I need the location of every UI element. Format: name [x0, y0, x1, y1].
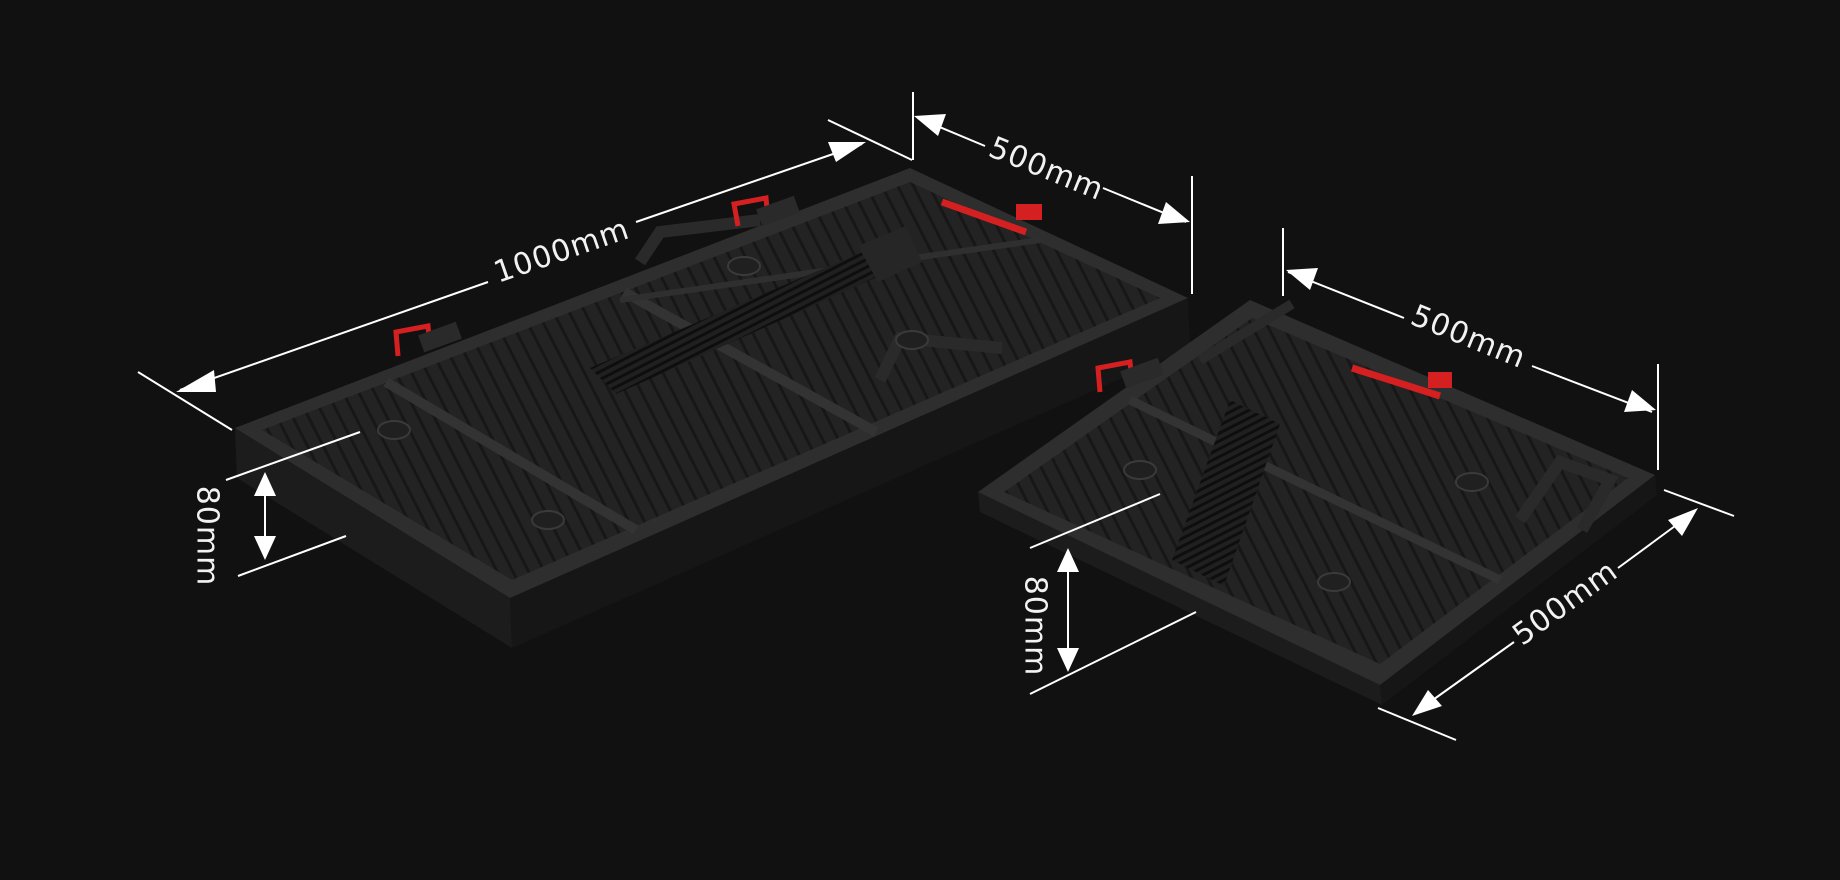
small-panel-red-latch — [1350, 364, 1452, 400]
large-panel-connector — [377, 420, 411, 440]
small-panel-heatsink — [1172, 400, 1280, 586]
large-panel-crossbar — [621, 287, 879, 437]
large-panel-red-lock — [393, 321, 462, 357]
large-panel-connector — [727, 256, 761, 276]
small-depth-dimension: 80mm — [1018, 493, 1197, 695]
small-panel-crossbar — [1128, 395, 1502, 585]
large-panel-control-box — [858, 226, 922, 282]
large-cabinet-panel — [235, 168, 1190, 648]
small-panel-connector — [1317, 572, 1351, 592]
small-width-label: 500mm — [1406, 298, 1531, 376]
large-panel-red-latch — [940, 198, 1042, 236]
large-width-label: 500mm — [984, 130, 1109, 208]
large-depth-dimension: 80mm — [190, 431, 361, 587]
large-panel-handle — [635, 214, 761, 266]
large-panel-side — [235, 428, 512, 648]
large-depth-label: 80mm — [190, 486, 225, 587]
small-panel-connector — [1455, 472, 1489, 492]
small-panel-side — [978, 492, 1382, 705]
small-panel-handle — [1515, 454, 1619, 533]
large-panel-red-lock — [731, 195, 800, 227]
small-panel-handle — [1197, 299, 1295, 365]
large-panel-heatsink — [590, 252, 888, 394]
large-panel-crossbar — [383, 377, 639, 535]
small-panel-red-lock — [1095, 357, 1164, 393]
large-panel-front-side — [510, 298, 1190, 648]
small-panel-front-side — [1380, 475, 1657, 705]
large-panel-connector — [531, 510, 565, 530]
large-length-label: 1000mm — [489, 212, 634, 291]
large-panel-connector — [895, 330, 929, 350]
small-panel-connector — [1123, 460, 1157, 480]
small-depth-label: 80mm — [1018, 576, 1053, 677]
small-cabinet-panel — [978, 299, 1657, 705]
large-panel-floor — [262, 182, 1160, 580]
